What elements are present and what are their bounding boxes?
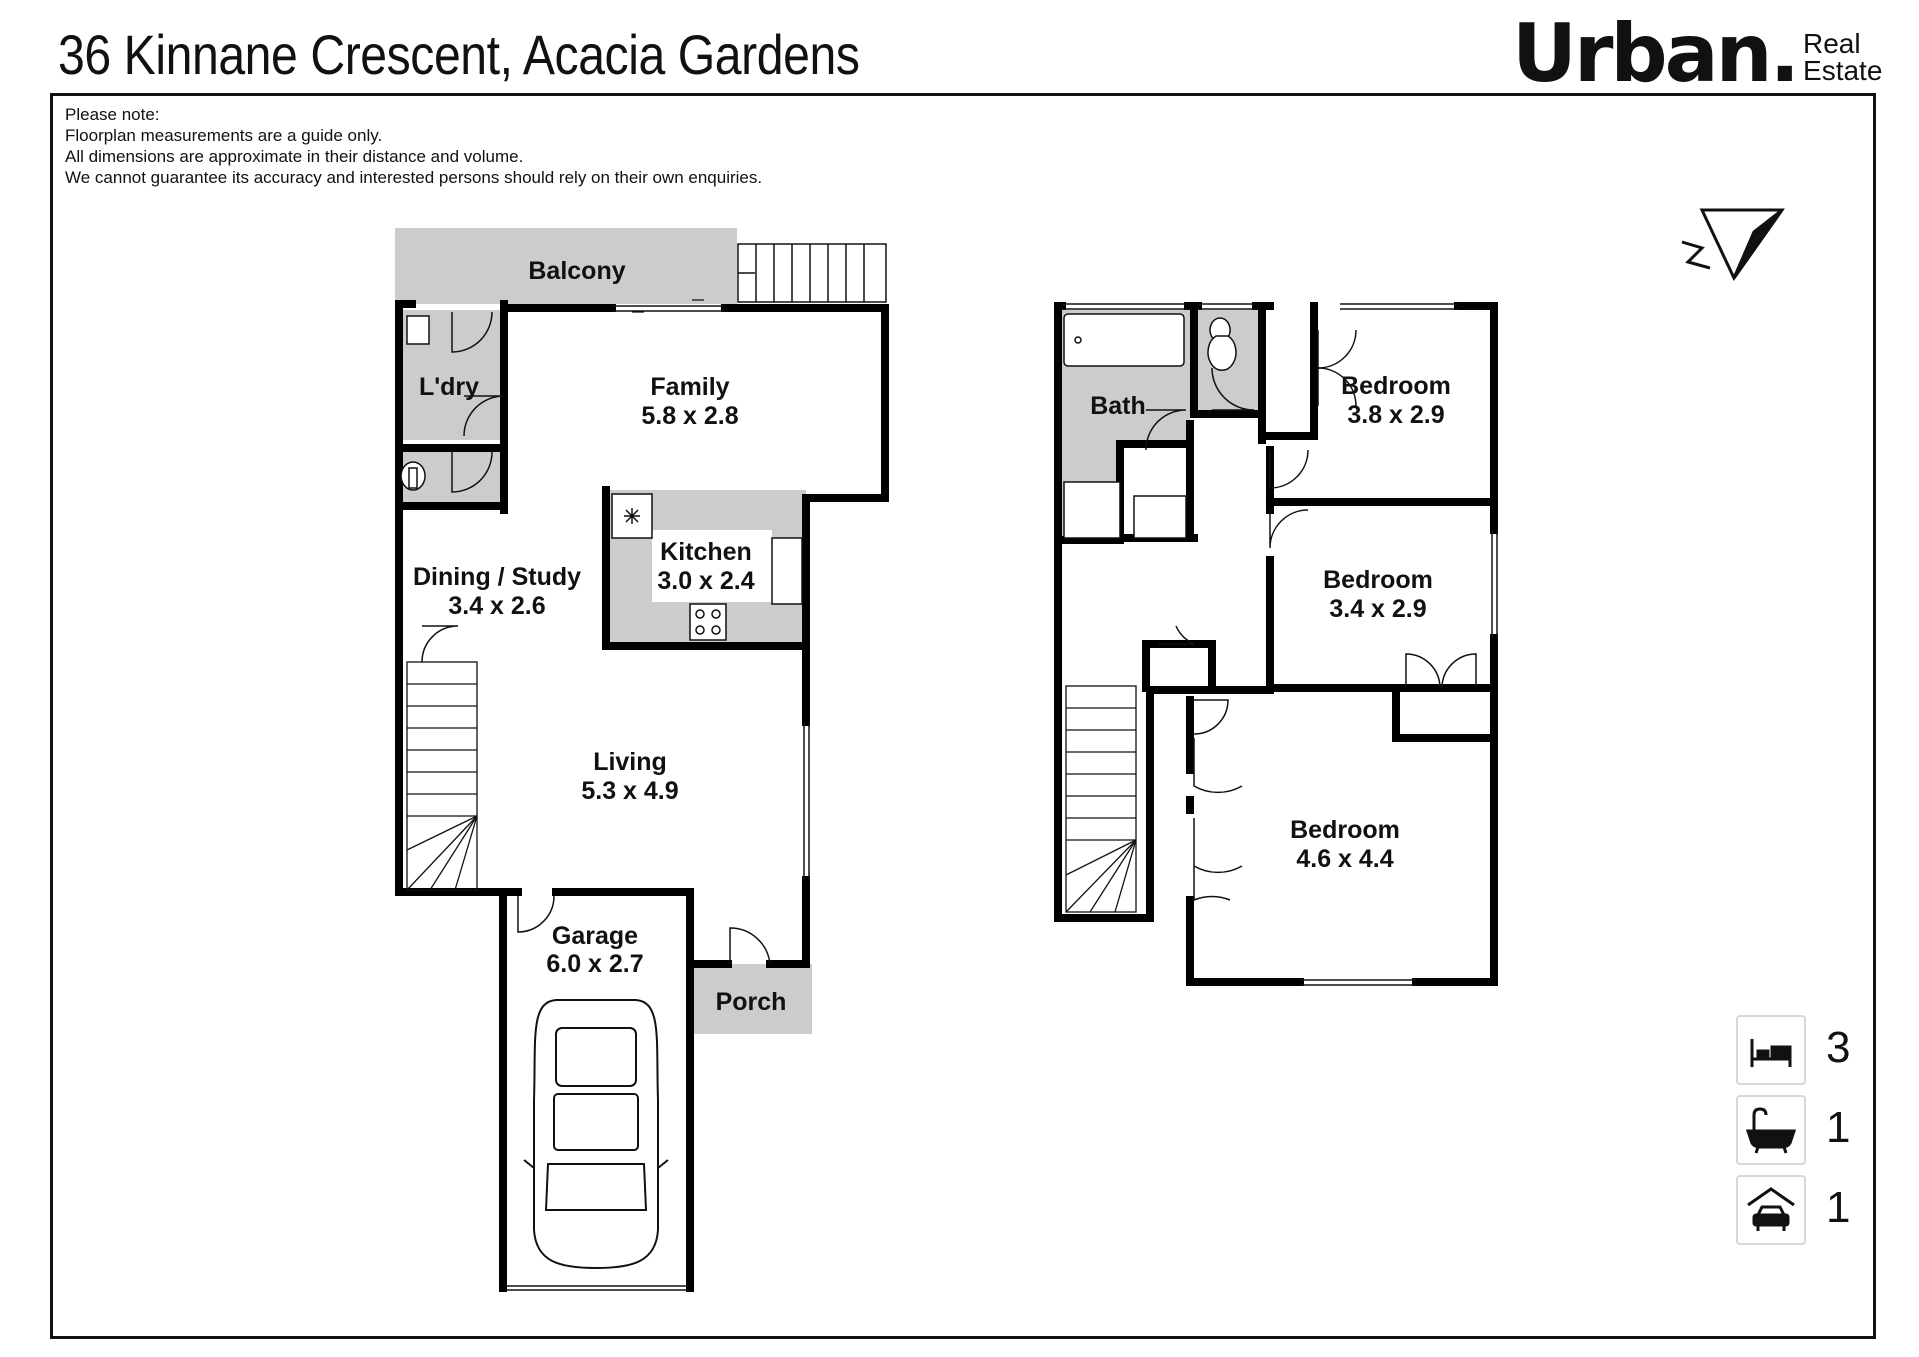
bedroom-3-dimensions: 4.6 x 4.4 [1296,845,1393,873]
garage-label: Garage [552,922,638,950]
bedroom-3-label: Bedroom [1290,816,1400,844]
living-dimensions: 5.3 x 4.9 [581,777,678,805]
first-floor-walls [1054,302,1498,986]
garage-car-icon [1736,1175,1806,1245]
family-dimensions: 5.8 x 2.8 [641,402,738,430]
note-line: Floorplan measurements are a guide only. [65,126,383,145]
ground-floor-walls [395,300,889,1292]
kitchen-floor [652,530,772,602]
balcony-label: Balcony [528,257,625,285]
bedroom-2-label: Bedroom [1323,566,1433,594]
bedrooms-count: 3 [1826,1023,1851,1072]
bedrooms-feature: 3 [1736,1015,1876,1087]
dining-label: Dining / Study [413,563,581,591]
porch-label: Porch [716,988,787,1016]
kitchen-dimensions: 3.0 x 2.4 [657,567,754,595]
page-title: 36 Kinnane Crescent, Acacia Gardens [58,23,860,86]
bed-icon [1736,1015,1806,1085]
ground-floor: Balcony L'dry Family 5.8 x 2.8 Kitchen 3… [395,228,889,1292]
internal-stairs-ground [406,661,478,891]
disclaimer-note: Please note: Floorplan measurements are … [65,104,762,188]
car-spaces-feature: 1 [1736,1175,1876,1247]
bath-label: Bath [1090,392,1146,420]
bedroom-1-label: Bedroom [1341,372,1451,400]
bedroom-1-dimensions: 3.8 x 2.9 [1347,401,1444,429]
logo-wordmark: Urban. [1512,7,1800,100]
ground-floor-fixtures [400,299,803,965]
dining-dimensions: 3.4 x 2.6 [448,592,545,620]
bathrooms-count: 1 [1826,1103,1851,1152]
bedroom-2-dimensions: 3.4 x 2.9 [1329,595,1426,623]
first-floor-windows [1062,303,1498,986]
balcony-stairs [737,243,887,303]
brand-logo: Urban. Real Estate [1512,14,1882,94]
floorplan-frame [50,93,1876,1339]
note-heading: Please note: [65,105,160,124]
porch-area [690,964,812,1034]
note-line: All dimensions are approximate in their … [65,147,524,166]
bathrooms-feature: 1 [1736,1095,1876,1167]
bathtub-icon [1736,1095,1806,1165]
car-spaces-count: 1 [1826,1183,1851,1232]
first-floor-fixtures [1063,313,1477,902]
car-icon [523,999,669,1270]
balcony-area [395,228,737,304]
garage-dimensions: 6.0 x 2.7 [546,950,643,978]
internal-stairs-upper [1065,685,1137,913]
north-arrow-icon [1681,208,1785,281]
kitchen-label: Kitchen [660,538,752,566]
ground-floor-windows [507,305,810,1291]
logo-sub-real: Real [1803,28,1861,59]
logo-sub-estate: Estate [1803,55,1883,86]
living-label: Living [593,748,667,776]
note-line: We cannot guarantee its accuracy and int… [65,168,763,187]
family-label: Family [650,373,729,401]
first-floor: Bath Bedroom 3.8 x 2.9 Bedroom 3.4 x 2.9… [1054,302,1498,986]
logo-subtitle: Real Estate [1803,28,1883,86]
laundry-label: L'dry [419,373,479,401]
